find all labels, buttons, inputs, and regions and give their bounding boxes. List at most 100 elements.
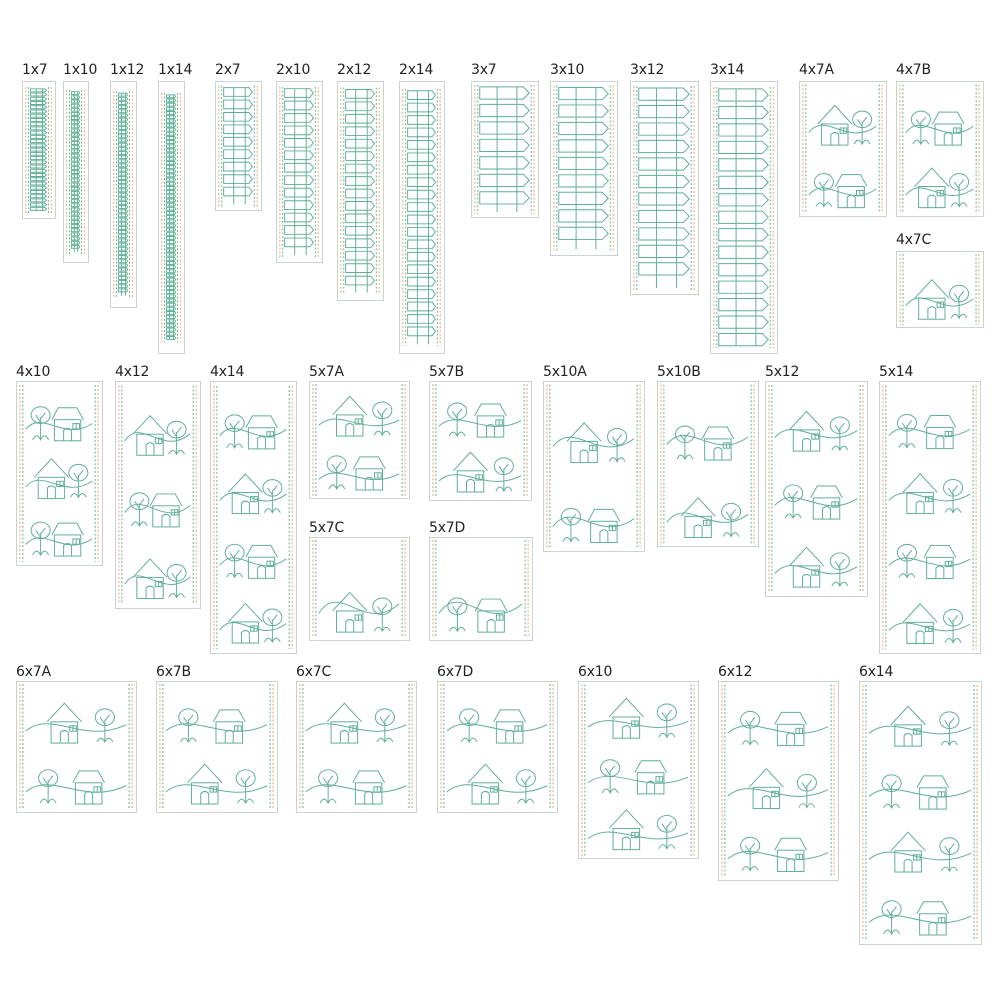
design-preview-4x7c [896,251,984,328]
edge-stitch-borders [862,685,978,941]
design-artwork [159,684,274,810]
size-label-2x14: 2x14 [399,62,434,78]
design-preview-3x10 [550,81,618,256]
village-houses-motif [808,104,877,209]
village-houses-motif [318,591,400,633]
village-houses-motif [727,710,829,872]
edge-stitch-borders [440,684,554,810]
edge-stitch-borders [899,84,980,214]
size-label-6x7c: 6x7C [296,664,332,680]
design-preview-2x10 [276,81,323,263]
design-preview-6x12 [718,681,839,881]
size-label-1x14: 1x14 [158,62,193,78]
edge-stitch-borders [713,86,774,349]
picket-fence-motif [558,86,609,250]
edge-stitch-borders [432,384,528,498]
design-preview-6x7b [156,681,278,813]
edge-stitch-borders [118,385,197,605]
design-preview-2x14 [399,81,445,354]
village-houses-motif [25,702,127,805]
edge-stitch-borders [882,385,977,650]
picket-fence-motif [223,87,253,205]
village-houses-motif [219,414,287,644]
village-houses-motif [318,395,400,491]
design-preview-2x7 [215,81,262,211]
edge-stitch-borders [899,253,980,326]
edge-stitch-borders [159,684,274,810]
design-artwork [312,539,406,639]
design-artwork [660,384,755,544]
edge-stitch-borders [213,386,293,649]
design-artwork [213,386,293,649]
size-label-6x10: 6x10 [578,664,613,680]
design-preview-4x14 [210,381,297,654]
design-preview-4x12 [115,381,201,609]
picket-fence-motif [718,88,769,347]
design-preview-1x10 [63,81,89,263]
design-preview-5x10a [543,381,645,552]
edge-stitch-borders [113,91,133,298]
picket-fence-motif [407,90,436,345]
size-label-5x7a: 5x7A [309,364,344,380]
village-houses-motif [305,702,407,805]
design-artwork [113,91,133,298]
village-houses-motif [165,708,268,805]
village-houses-motif [774,410,858,588]
size-label-5x7c: 5x7C [309,520,345,536]
design-preview-5x7c [309,537,410,641]
design-artwork [340,87,380,295]
edge-stitch-borders [279,86,319,258]
design-artwork [721,684,835,878]
picket-fence-motif [345,89,375,293]
village-houses-motif [868,705,972,936]
size-label-4x12: 4x12 [115,364,150,380]
village-houses-motif [587,697,689,851]
design-preview-5x7d [429,537,533,641]
size-label-6x7b: 6x7B [156,664,191,680]
size-label-4x10: 4x10 [16,364,51,380]
size-label-3x10: 3x10 [550,62,585,78]
design-artwork [19,684,133,810]
edge-stitch-borders [802,84,883,214]
design-artwork [713,86,774,349]
design-artwork [899,253,980,326]
edge-stitch-borders [432,539,529,639]
design-preview-3x14 [710,81,778,354]
size-label-1x7: 1x7 [22,62,48,78]
edge-stitch-borders [660,384,755,544]
village-houses-motif [666,425,749,539]
design-preview-6x10 [578,681,699,859]
design-artwork [118,385,197,605]
design-artwork [802,84,883,214]
design-preview-1x14 [158,81,185,354]
village-houses-motif [124,415,191,600]
size-label-5x7d: 5x7D [429,520,466,536]
size-label-5x14: 5x14 [879,364,914,380]
edge-stitch-borders [312,384,406,496]
edge-stitch-borders [299,684,413,810]
size-label-2x12: 2x12 [337,62,372,78]
village-houses-motif [446,708,548,805]
design-preview-6x7a [16,681,137,813]
design-artwork [279,86,319,258]
edge-stitch-borders [581,684,695,856]
picket-fence-motif [284,88,314,256]
design-artwork [432,384,528,498]
design-artwork [161,92,181,343]
design-preview-4x10 [16,381,103,566]
design-artwork [553,85,614,252]
edge-stitch-borders [218,85,258,207]
size-label-1x12: 1x12 [110,62,145,78]
design-preview-4x7b [896,81,984,217]
size-label-4x7a: 4x7A [799,62,834,78]
design-artwork [66,89,85,255]
design-preview-5x7a [309,381,410,499]
design-preview-6x14 [859,681,982,945]
size-label-4x14: 4x14 [210,364,245,380]
design-artwork [474,84,535,215]
village-houses-motif [888,414,971,644]
design-artwork [633,86,695,290]
edge-stitch-borders [402,88,441,347]
size-label-5x10a: 5x10A [543,364,587,380]
